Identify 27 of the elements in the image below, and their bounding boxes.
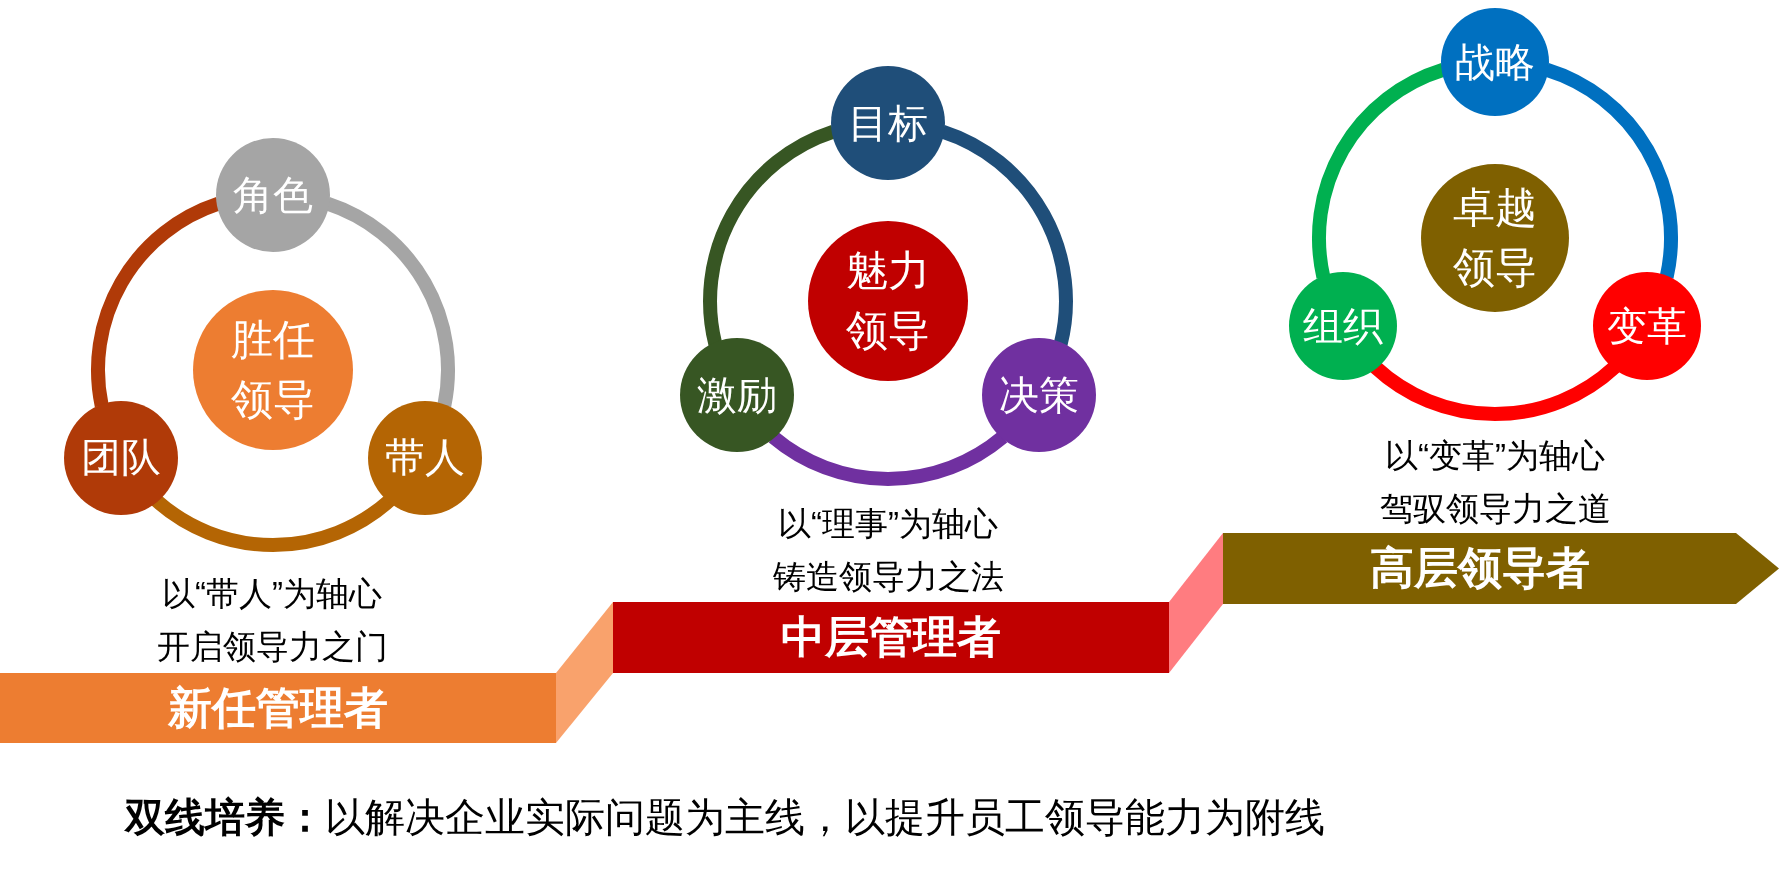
topic-circle: 目标 — [831, 66, 945, 180]
ring-arc — [769, 431, 1007, 486]
caption-text: 以“变革”为轴心 — [1385, 436, 1605, 476]
topic-circle: 激励 — [680, 338, 795, 453]
topic-circle: 变革 — [1593, 272, 1702, 380]
footer-text: 双线培养：以解决企业实际问题为主线，以提升员工领导能力为附线 — [125, 794, 1325, 841]
core-circle: 卓越领导 — [1421, 164, 1569, 312]
stage-band: 新任管理者 — [0, 673, 556, 743]
core-circle: 胜任领导 — [193, 290, 353, 450]
caption-text: 驾驭领导力之道 — [1379, 489, 1611, 529]
caption-text: 开启领导力之门 — [156, 627, 388, 667]
step-connector — [556, 602, 613, 743]
ring-arc — [151, 494, 395, 552]
stage-band: 高层领导者 — [1223, 533, 1779, 604]
topic-circle: 组织 — [1288, 272, 1397, 380]
topic-circle: 战略 — [1441, 8, 1549, 116]
topic-circle: 团队 — [64, 400, 179, 515]
caption-text: 铸造领导力之法 — [772, 557, 1004, 597]
caption-text: 以“带人”为轴心 — [162, 574, 382, 614]
stage-band: 中层管理者 — [613, 602, 1169, 673]
caption-text: 以“理事”为轴心 — [778, 504, 998, 544]
core-circle: 魅力领导 — [808, 221, 968, 381]
topic-circle: 带人 — [367, 400, 482, 515]
topic-circle: 决策 — [981, 338, 1096, 453]
step-connector — [1169, 533, 1223, 673]
topic-circle: 角色 — [216, 138, 330, 252]
ring-arc — [1370, 361, 1620, 422]
